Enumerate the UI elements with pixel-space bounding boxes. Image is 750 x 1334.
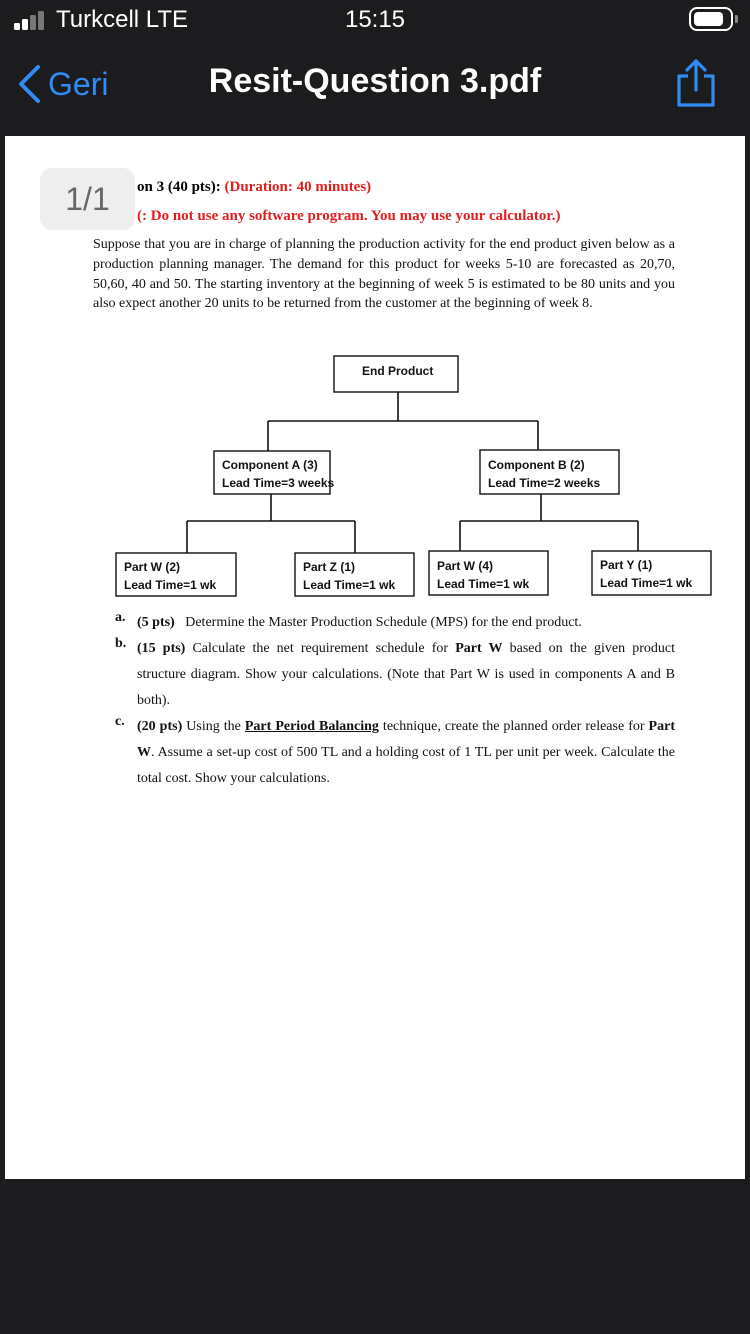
task-c-points: (20 pts) bbox=[137, 719, 183, 734]
task-b-text-2: based on the given product structure dia… bbox=[137, 641, 675, 708]
product-structure-diagram: End Product Component A (3) Lead Time=3 … bbox=[115, 355, 712, 597]
share-button[interactable] bbox=[674, 58, 718, 108]
task-b-letter: b. bbox=[115, 636, 127, 651]
question-note: (: Do not use any software program. You … bbox=[137, 208, 561, 224]
status-time: 15:15 bbox=[344, 6, 406, 33]
page-indicator: 1/1 bbox=[40, 168, 135, 230]
task-b-points: (15 pts) bbox=[137, 641, 186, 656]
task-a-text: Determine the Master Production Schedule… bbox=[185, 615, 582, 630]
task-c: c. (20 pts) Using the Part Period Balanc… bbox=[115, 714, 675, 792]
component-b-name: Component B (2) bbox=[488, 458, 585, 472]
back-label: Geri bbox=[48, 65, 109, 102]
part-w4-lead: Lead Time=1 wk bbox=[437, 577, 529, 591]
end-product-box bbox=[333, 355, 459, 393]
battery-tip bbox=[735, 15, 738, 23]
component-a-lead: Lead Time=3 weeks bbox=[222, 476, 335, 490]
part-y1-lead: Lead Time=1 wk bbox=[600, 576, 692, 590]
part-w2-name: Part W (2) bbox=[124, 560, 180, 574]
part-z1-box bbox=[294, 552, 415, 597]
document-title: Resit-Question 3.pdf bbox=[208, 62, 542, 100]
share-icon bbox=[677, 59, 715, 107]
task-a-letter: a. bbox=[115, 610, 126, 625]
task-c-part: Part W bbox=[137, 719, 675, 760]
task-a-points: (5 pts) bbox=[137, 615, 175, 630]
end-product-label: End Product bbox=[362, 364, 433, 378]
component-a-name: Component A (3) bbox=[222, 458, 318, 472]
question-intro: Suppose that you are in charge of planni… bbox=[93, 237, 675, 312]
component-b-lead: Lead Time=2 weeks bbox=[488, 476, 601, 490]
part-y1-name: Part Y (1) bbox=[600, 558, 652, 572]
component-a-box bbox=[213, 450, 331, 495]
task-c-letter: c. bbox=[115, 714, 125, 729]
status-bar: Turkcell LTE 15:15 bbox=[0, 0, 750, 40]
part-w2-box bbox=[115, 552, 237, 597]
back-button[interactable]: Geri bbox=[16, 62, 108, 106]
part-z1-lead: Lead Time=1 wk bbox=[303, 578, 395, 592]
task-c-text-2: technique, create the planned order rele… bbox=[378, 719, 649, 734]
signal-strength-icon bbox=[14, 10, 48, 30]
component-b-box bbox=[479, 449, 620, 495]
task-c-technique: Part Period Balancing bbox=[244, 719, 379, 734]
question-duration: (Duration: 40 minutes) bbox=[224, 179, 372, 195]
task-c-text-1: Using the bbox=[182, 719, 245, 734]
navigation-bar: Geri Resit-Question 3.pdf bbox=[0, 40, 750, 130]
pdf-page[interactable] bbox=[5, 136, 745, 1179]
task-b-text-1: Calculate the net requirement schedule f… bbox=[185, 641, 456, 656]
part-w4-name: Part W (4) bbox=[437, 559, 493, 573]
task-a: a. (5 pts) Determine the Master Producti… bbox=[115, 610, 675, 636]
battery-icon bbox=[689, 7, 733, 31]
question-header: on 3 (40 pts): (Duration: 40 minutes) bbox=[137, 179, 371, 196]
task-b: b. (15 pts) Calculate the net requiremen… bbox=[115, 636, 675, 714]
part-y1-box bbox=[591, 550, 712, 596]
question-header-prefix: on 3 (40 pts): bbox=[137, 179, 225, 195]
carrier-label: Turkcell LTE bbox=[56, 6, 189, 33]
task-c-text-3: . Assume a set-up cost of 500 TL and a h… bbox=[137, 745, 675, 786]
part-w2-lead: Lead Time=1 wk bbox=[124, 578, 216, 592]
chevron-left-icon bbox=[19, 65, 40, 103]
part-z1-name: Part Z (1) bbox=[303, 560, 355, 574]
task-b-part: Part W bbox=[455, 641, 503, 656]
part-w4-box bbox=[428, 550, 549, 596]
